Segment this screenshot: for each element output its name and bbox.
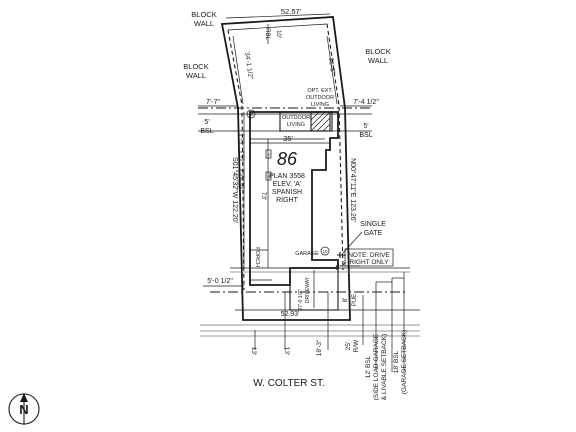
garage-label: GARAGE (295, 251, 319, 257)
bsl-left-label-2: BSL (200, 128, 213, 135)
dim-13b: 13' (283, 347, 290, 355)
block-wall-right-label-2: WALL (368, 56, 388, 65)
block-wall-right-label: BLOCK (365, 47, 390, 56)
frontage-label: 52.93' (281, 311, 300, 318)
dim-183: 18'-3" (316, 339, 323, 356)
plan-label-3: SPANISH (272, 189, 302, 196)
setback-lines (198, 107, 420, 337)
lot-number: 86 (277, 149, 298, 169)
driveway (289, 267, 339, 311)
circle-tag-1: 10 (248, 112, 254, 117)
dim-drive: 27'-0 1/2" (298, 289, 304, 310)
single-gate-label-2: GATE (364, 230, 383, 237)
block-wall-top-label: BLOCK (191, 10, 216, 19)
opt-ext-label: OPT. EXT. (307, 88, 333, 94)
bsl-12-label: 12' BSL (365, 355, 372, 378)
plan-label-2: ELEV. 'A' (273, 181, 302, 188)
dim-left-depth: 34'-1 1/2" (243, 52, 254, 81)
rw-label-2: R/W (353, 339, 360, 353)
bsl-12-label-2: (SIDE LOAD GARAGE (373, 333, 380, 400)
note-drive-label: NOTE: DRIVE (348, 252, 390, 259)
window-tag-2: 8' (241, 154, 244, 159)
dim-5-left: 5'-0 1/2" (207, 278, 233, 285)
labels: BLOCK WALL BLOCK WALL BLOCK WALL 52.57' … (183, 7, 408, 400)
opt-ext-label-3: LIVING (311, 102, 329, 108)
single-gate-label: SINGLE (360, 221, 386, 228)
pue-label: 8' (343, 298, 349, 302)
outdoor-living-label-2: LIVING (287, 122, 305, 128)
porch-label: PORCH (254, 247, 260, 267)
opt-ext-label-2: OUTDOOR (306, 95, 334, 101)
north-label: N (19, 402, 28, 417)
pue-label-2: PUE (352, 294, 358, 306)
dim-13: 13' (250, 347, 257, 355)
side-left-label: 7'-7" (206, 99, 220, 106)
window-tag-1: 6' (241, 137, 244, 142)
bsl-12-label-3: & LIVABLE SETBACK) (381, 334, 388, 400)
side-right-label: 7'-4 1/2" (353, 99, 379, 106)
block-wall-left-label: BLOCK (183, 62, 208, 71)
window-tag-5: 4' (268, 152, 271, 157)
plan-label-4: RIGHT (276, 197, 299, 204)
bsl-18-label: 18' BSL (393, 350, 400, 373)
block-walls (227, 23, 344, 291)
plan-label: PLAN 3558 (269, 173, 305, 180)
rw-label: 25' (345, 342, 352, 350)
note-drive-label-2: RIGHT ONLY (349, 259, 389, 266)
bsl-18-label-2: (GARAGE SETBACK) (401, 330, 408, 394)
outdoor-living-label: OUTDOOR (282, 115, 310, 121)
bsl-right-label-2: BSL (359, 132, 372, 139)
street-label: W. COLTER ST. (253, 378, 325, 389)
block-wall-top-label-2: WALL (194, 19, 214, 28)
left-bearing: S01°45'32"W 122.20' (231, 157, 239, 223)
driveway-label: DRIVEWAY (305, 276, 311, 303)
window-tag-3: 5' (241, 172, 244, 177)
dimension-lines (198, 13, 405, 372)
bsl-right-label: 5' (363, 123, 368, 130)
dim-35: 35' (283, 134, 293, 143)
dim-rear-10: 10' (275, 30, 281, 38)
north-arrow: N (8, 393, 40, 425)
dim-right-depth: 36'-8" (327, 57, 336, 75)
right-bearing: N00°47'11"E 123.26' (349, 158, 357, 222)
window-tag-6: 6' (268, 174, 271, 179)
window-tag-4: 5' (241, 182, 244, 187)
dim-rear-bsl: RBL (264, 28, 270, 40)
bsl-left-label: 5' (204, 119, 209, 126)
dim-5-right: 5' (335, 265, 340, 272)
block-wall-left-label-2: WALL (186, 71, 206, 80)
dim-top-width: 52.57' (281, 7, 302, 16)
dim-73: 73' (260, 192, 267, 200)
circle-tag-2: 10 (322, 249, 328, 254)
